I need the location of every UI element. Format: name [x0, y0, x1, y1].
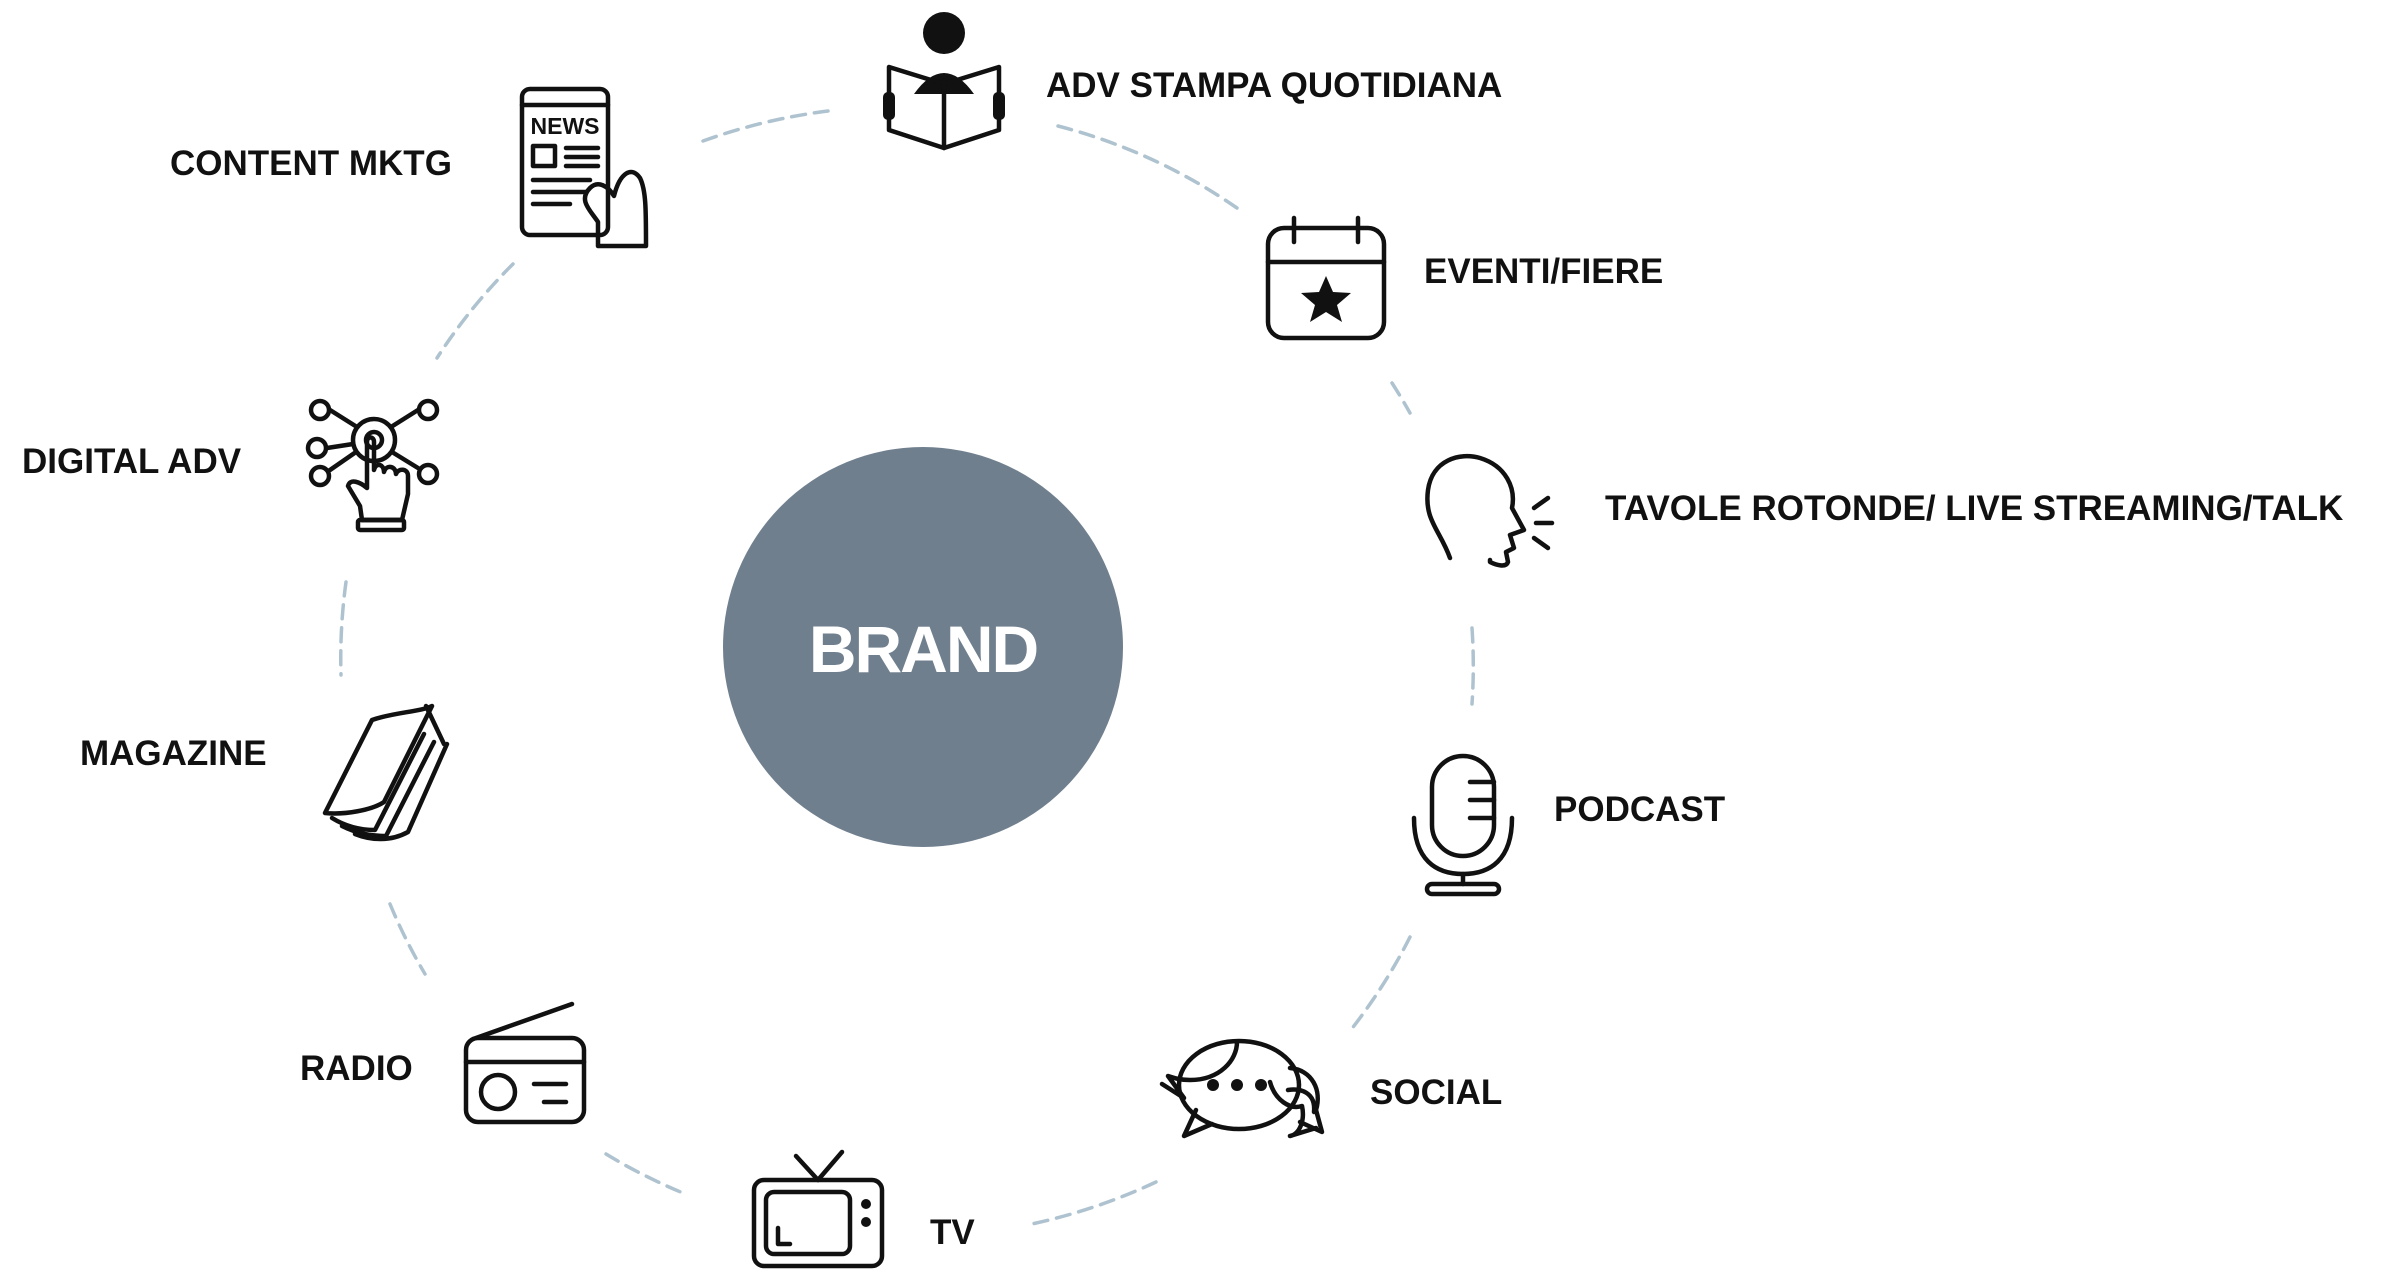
channel-tavole-rotonde: TAVOLE ROTONDE/ LIVE STREAMING/TALK [1425, 453, 2343, 568]
channel-label: TV [930, 1213, 975, 1252]
channel-social: SOCIAL [1159, 1038, 1502, 1139]
magazine-icon [322, 703, 450, 842]
connector-arc [701, 109, 830, 143]
channel-magazine: MAGAZINE [80, 703, 450, 842]
connector-arc [1470, 626, 1476, 706]
digital-touch-network-icon [305, 398, 440, 533]
channel-label: EVENTI/FIERE [1424, 252, 1663, 291]
channel-tv: TV [751, 1149, 975, 1269]
channel-label: TAVOLE ROTONDE/ LIVE STREAMING/TALK [1605, 489, 2343, 528]
radio-icon [463, 1001, 587, 1125]
channel-label: SOCIAL [1370, 1073, 1502, 1112]
newspaper-reader-icon [883, 12, 1005, 151]
connector-arc [1390, 381, 1412, 415]
channel-eventi-fiere: EVENTI/FIERE [1265, 215, 1663, 341]
news-tablet-text: NEWS [531, 113, 600, 139]
brand-circle [723, 447, 1123, 847]
connector-arc [1025, 1180, 1158, 1227]
channel-label: MAGAZINE [80, 734, 267, 773]
channel-content-mktg: NEWS CONTENT MKTG [170, 86, 649, 249]
channel-label: CONTENT MKTG [170, 144, 452, 183]
channel-label: RADIO [300, 1049, 413, 1088]
connector-arc [1348, 935, 1412, 1033]
channel-digital-adv: DIGITAL ADV [22, 398, 440, 533]
speaking-head-icon [1425, 453, 1555, 568]
television-icon [751, 1149, 885, 1269]
channel-radio: RADIO [300, 1001, 587, 1125]
channel-label: PODCAST [1554, 790, 1725, 829]
microphone-icon [1411, 753, 1515, 897]
connector-arc [1056, 124, 1239, 210]
connector-arc [604, 1152, 685, 1195]
channel-label: ADV STAMPA QUOTIDIANA [1046, 66, 1502, 105]
calendar-star-icon [1265, 215, 1387, 341]
channel-podcast: PODCAST [1411, 753, 1725, 897]
channel-label: DIGITAL ADV [22, 442, 242, 481]
news-tablet-icon: NEWS [519, 86, 649, 249]
connector-arc [435, 262, 515, 360]
connector-arc [388, 902, 427, 976]
channel-adv-stampa-quotidiana: ADV STAMPA QUOTIDIANA [883, 12, 1502, 151]
connector-arc [339, 580, 348, 677]
chat-bubbles-icon [1159, 1038, 1325, 1139]
brand-node: BRAND [723, 447, 1123, 847]
connector-ring [339, 109, 1476, 1227]
brand-label: BRAND [809, 612, 1037, 686]
